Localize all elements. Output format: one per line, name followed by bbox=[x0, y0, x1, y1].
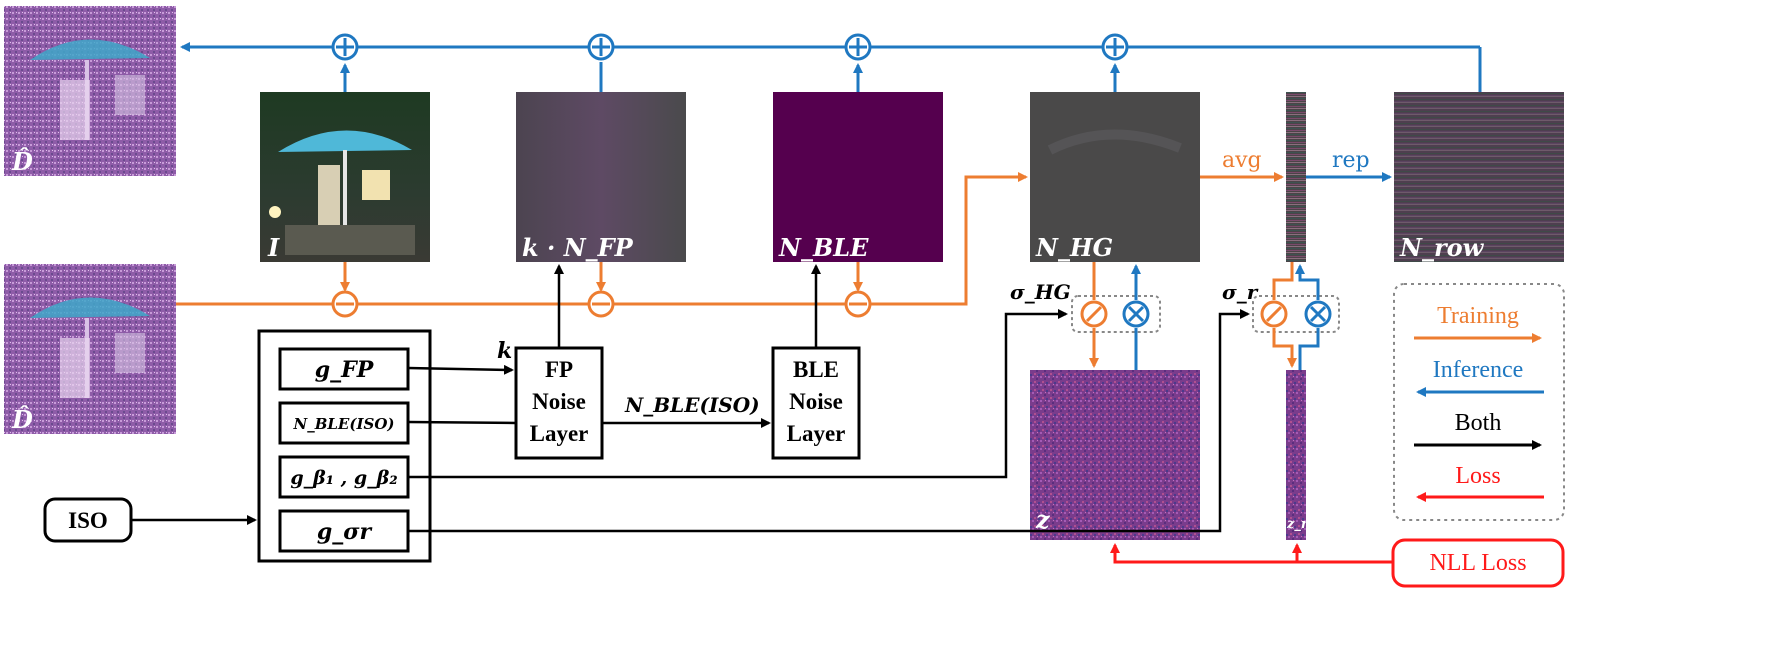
heteroscedastic-noise-image bbox=[1030, 92, 1200, 262]
r-train-in bbox=[1272, 262, 1294, 300]
fp-noise-layer-line1: FP bbox=[545, 357, 573, 382]
edge-label-nble-iso: N_BLE(ISO) bbox=[624, 393, 760, 417]
minus-node-1 bbox=[331, 290, 359, 318]
divide-node-hg bbox=[1080, 300, 1108, 328]
black-level-error-image bbox=[773, 92, 943, 262]
param-label-gsigma: g_σr bbox=[317, 519, 373, 545]
legend-label-both: Both bbox=[1455, 410, 1502, 436]
edge-label-sigma-hg: σ_HG bbox=[1010, 280, 1071, 304]
image-label-d-mid: D̂ bbox=[11, 405, 33, 434]
param-box-gbeta bbox=[278, 455, 410, 499]
image-label-heteroscedastic: N_HG bbox=[1035, 233, 1113, 262]
clean-image bbox=[260, 92, 430, 262]
gbeta-to-sigma-hg-arrow bbox=[408, 309, 1068, 479]
plus-node-3 bbox=[844, 33, 872, 61]
image-label-fixed-pattern: k · N_FP bbox=[522, 233, 634, 262]
param-box-gsigma bbox=[278, 509, 410, 553]
fp-noise-layer-line3: Layer bbox=[530, 421, 589, 446]
legend-box bbox=[1393, 283, 1565, 521]
legend-label-inference: Inference bbox=[1433, 357, 1524, 383]
param-label-gfp: g_FP bbox=[315, 357, 375, 383]
ble-noise-layer-line3: Layer bbox=[787, 421, 846, 446]
training-subtract-line bbox=[176, 172, 1028, 306]
image-label-black-level: N_BLE bbox=[778, 233, 869, 262]
row-noise-image bbox=[1394, 92, 1564, 262]
plus-node-1 bbox=[331, 33, 359, 61]
r-train-out bbox=[1272, 328, 1297, 368]
image-label-latent-zr: z_r bbox=[1286, 517, 1309, 532]
param-box-nble bbox=[278, 401, 410, 445]
image-label-clean: I bbox=[267, 233, 280, 262]
sigma-r-operator-group bbox=[1252, 295, 1340, 333]
minus-node-2 bbox=[587, 290, 615, 318]
legend-label-training: Training bbox=[1437, 303, 1519, 329]
edge-label-avg: avg bbox=[1222, 148, 1262, 173]
noisy-image-mid bbox=[4, 264, 176, 434]
image-label-latent-z: z bbox=[1035, 505, 1051, 534]
edge-label-k: k bbox=[497, 338, 512, 364]
image-label-row-noise: N_row bbox=[1399, 233, 1485, 262]
plus-node-2 bbox=[587, 33, 615, 61]
ble-noise-layer-line2: Noise bbox=[789, 389, 843, 414]
gfp-to-fp-arrow bbox=[407, 364, 514, 375]
loss-to-z-arrow bbox=[1110, 543, 1393, 564]
fixed-pattern-noise-image bbox=[516, 92, 686, 262]
noisy-image-top bbox=[4, 6, 176, 176]
row-mean-vector bbox=[1286, 92, 1306, 262]
edge-label-sigma-r: σ_r bbox=[1222, 280, 1259, 304]
r-infer-in bbox=[1298, 328, 1320, 370]
param-label-gbeta: g_β₁ , g_β₂ bbox=[290, 467, 397, 489]
fp-noise-layer-line2: Noise bbox=[532, 389, 586, 414]
latent-z-image bbox=[1030, 370, 1200, 540]
gsigma-to-sigma-r-arrow bbox=[408, 309, 1250, 533]
multiply-node-r bbox=[1304, 300, 1332, 328]
r-infer-out bbox=[1295, 264, 1320, 300]
multiply-node-hg bbox=[1122, 300, 1150, 328]
image-label-d-top: D̂ bbox=[11, 147, 33, 176]
plus-node-4 bbox=[1101, 33, 1129, 61]
latent-zr-vector bbox=[1286, 370, 1306, 540]
minus-node-3 bbox=[844, 290, 872, 318]
ble-noise-layer-line1: BLE bbox=[793, 357, 839, 382]
edge-label-rep: rep bbox=[1332, 148, 1370, 173]
nll-loss-label: NLL Loss bbox=[1429, 550, 1526, 576]
sigma-hg-operator-group bbox=[1071, 295, 1161, 333]
legend-label-loss: Loss bbox=[1455, 463, 1500, 489]
iso-label: ISO bbox=[68, 508, 108, 533]
inference-sum-line bbox=[180, 42, 1482, 92]
divide-node-r bbox=[1260, 300, 1288, 328]
nble-to-fp-line bbox=[407, 420, 517, 425]
param-label-nble: N_BLE(ISO) bbox=[293, 415, 395, 433]
